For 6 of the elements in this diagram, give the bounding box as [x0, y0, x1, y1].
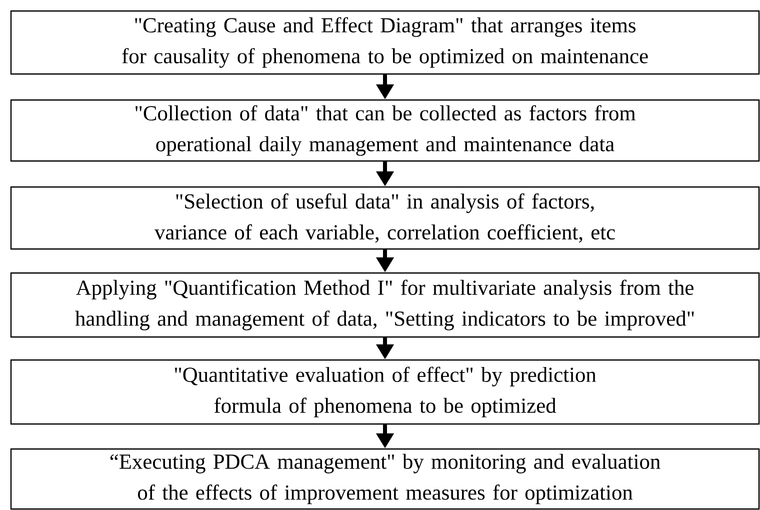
process-box: “Executing PDCA management" by monitoring and evaluation of the effects of improvement measures for optimization [10, 448, 760, 510]
process-box: Applying "Quantification Method I" for multivariate analysis from the handling and management of data, "Setting indicators to be improved" [10, 272, 760, 338]
process-box: "Creating Cause and Effect Diagram" that arranges items for causality of phenomena to be optimized on maintenance [10, 10, 760, 75]
process-box: "Quantitative evaluation of effect" by prediction formula of phenomena to be optimized [10, 359, 760, 425]
process-box: "Selection of useful data" in analysis of factors, variance of each variable, correlation coefficient, etc [10, 186, 760, 250]
process-box: "Collection of data" that can be collected as factors from operational daily management and maintenance data [10, 99, 760, 162]
